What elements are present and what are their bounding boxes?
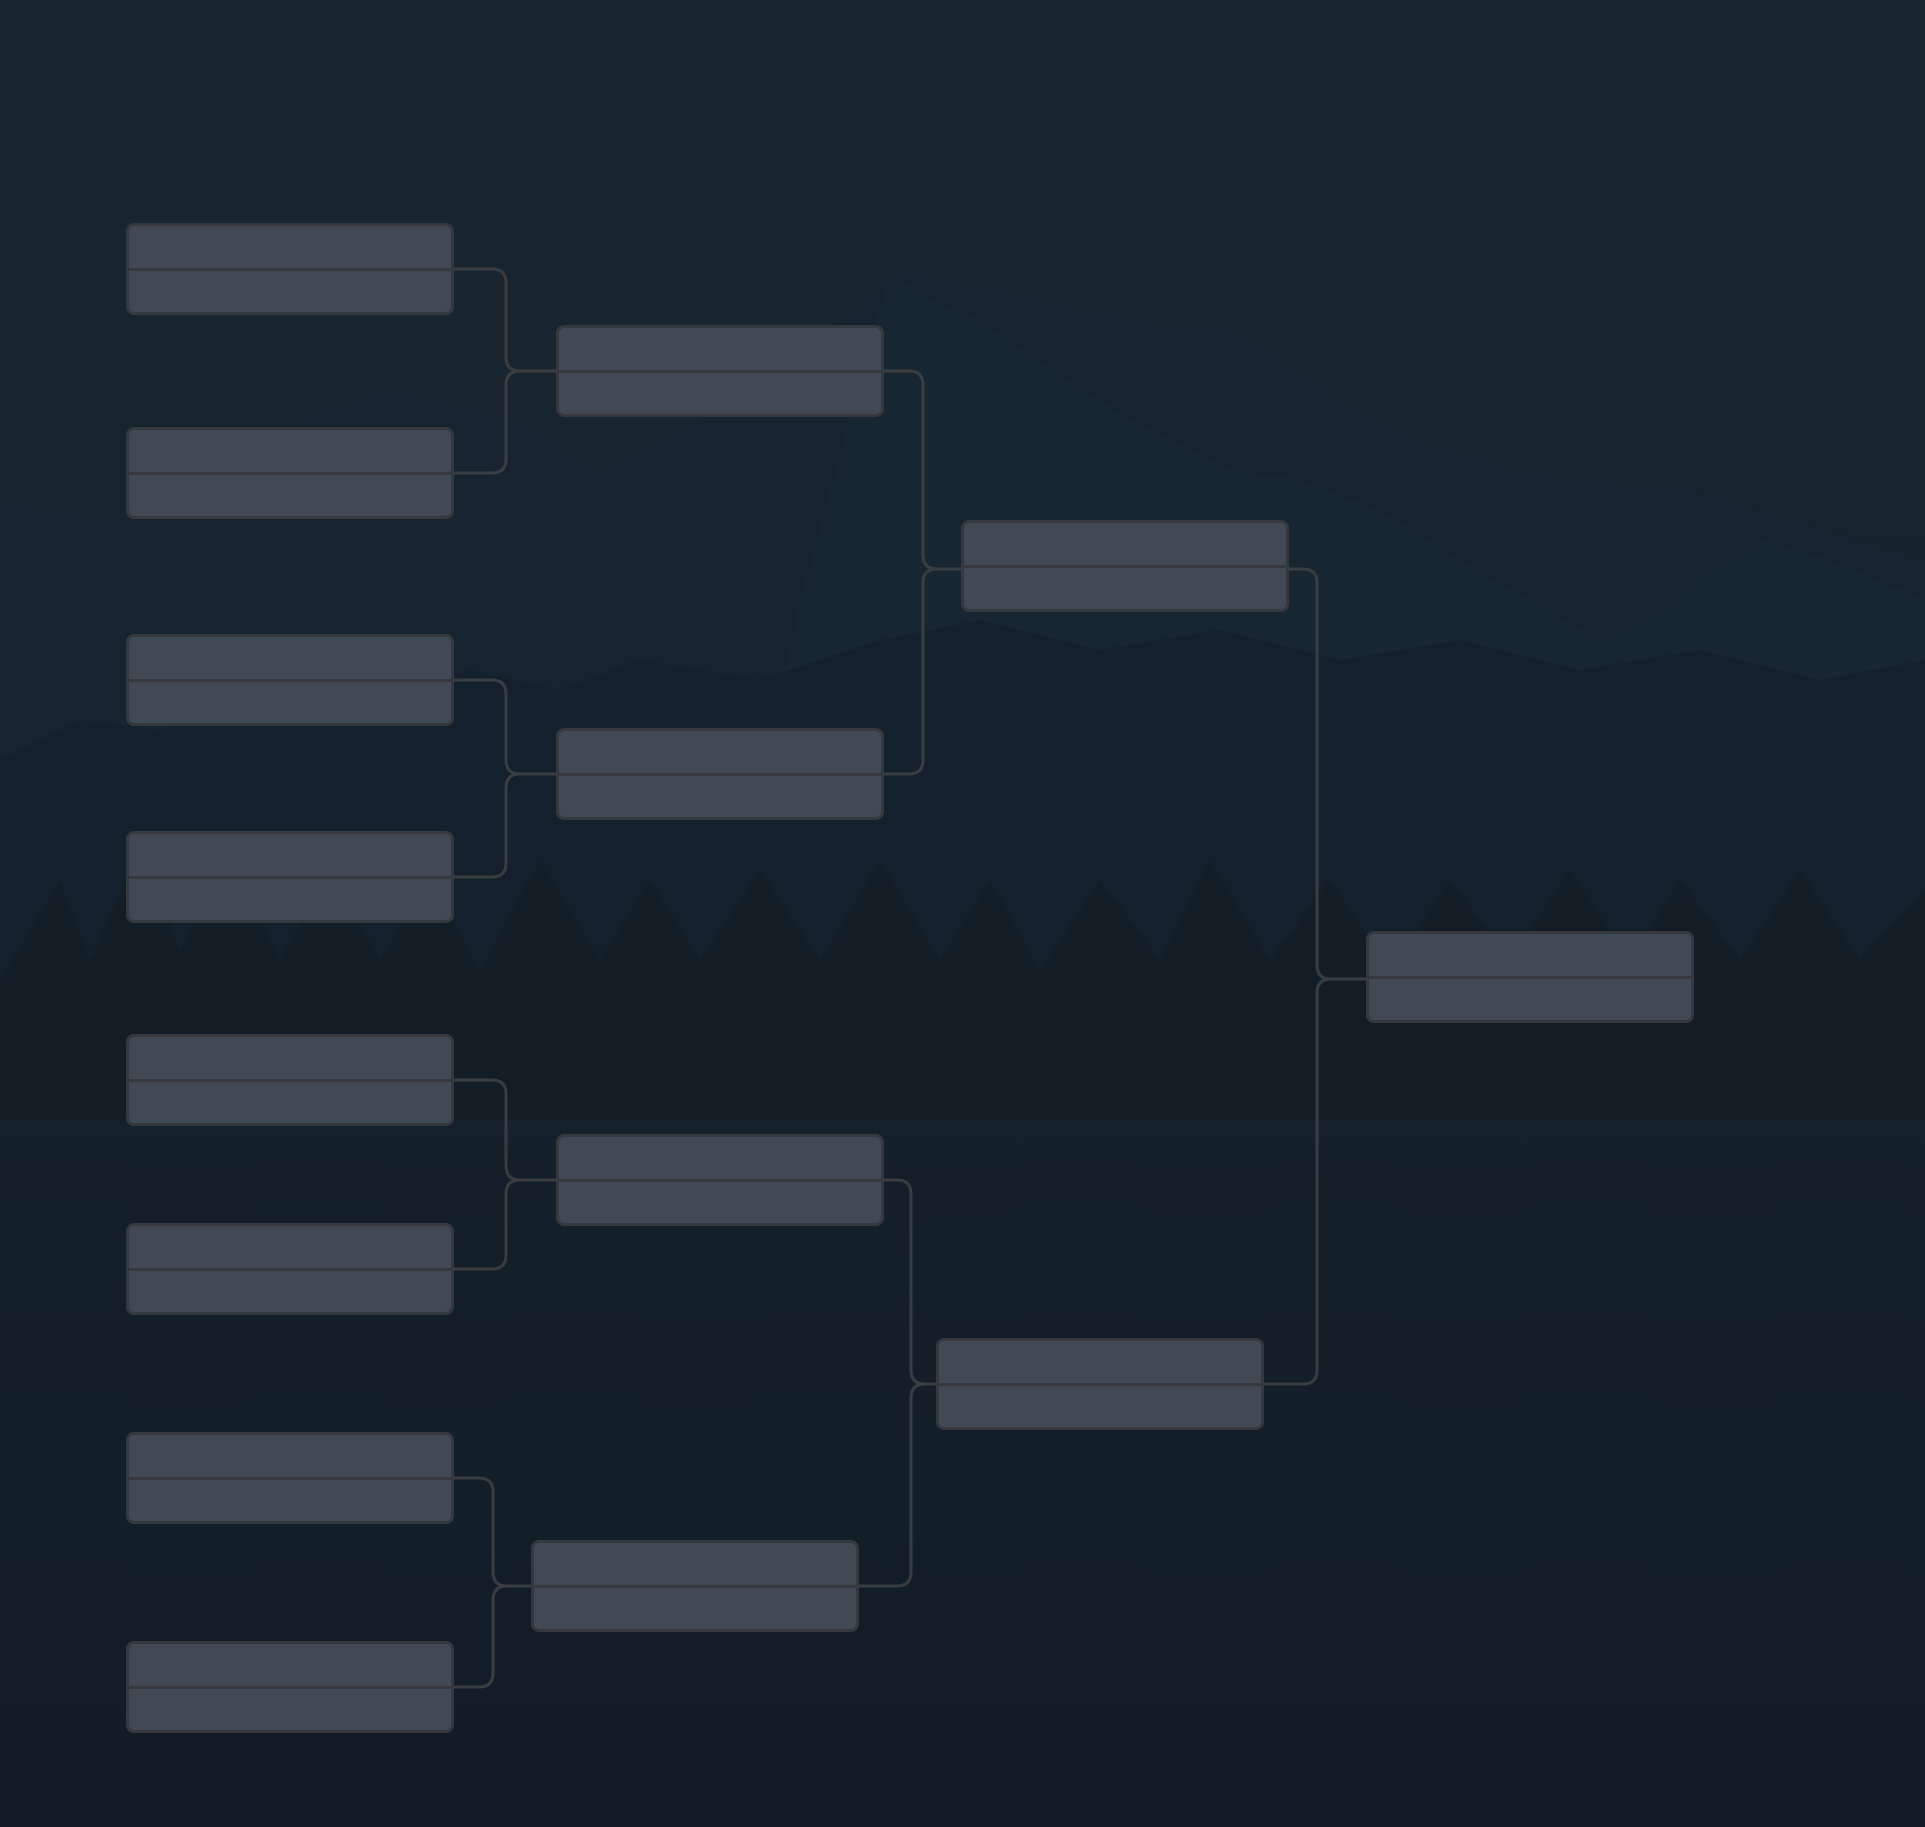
match-slot-bottom[interactable]: [129, 271, 451, 313]
match-slot-top[interactable]: [129, 430, 451, 475]
match-r2-2[interactable]: [556, 728, 884, 820]
match-slot-top[interactable]: [559, 1137, 881, 1182]
match-r2-1[interactable]: [556, 325, 884, 417]
match-slot-top[interactable]: [129, 1435, 451, 1480]
match-slot-top[interactable]: [129, 1037, 451, 1082]
match-slot-top[interactable]: [559, 731, 881, 776]
match-slot-top[interactable]: [1369, 934, 1691, 979]
match-slot-bottom[interactable]: [939, 1386, 1261, 1428]
match-r1-5[interactable]: [126, 1034, 454, 1126]
match-slot-top[interactable]: [129, 834, 451, 879]
match-final[interactable]: [1366, 931, 1694, 1023]
match-slot-bottom[interactable]: [129, 682, 451, 724]
match-slot-top[interactable]: [939, 1341, 1261, 1386]
match-slot-top[interactable]: [129, 1644, 451, 1689]
match-r1-8[interactable]: [126, 1641, 454, 1733]
match-slot-bottom[interactable]: [129, 475, 451, 517]
match-slot-bottom[interactable]: [129, 1480, 451, 1522]
match-slot-top[interactable]: [964, 523, 1286, 568]
match-r3-2[interactable]: [936, 1338, 1264, 1430]
match-r1-6[interactable]: [126, 1223, 454, 1315]
match-slot-bottom[interactable]: [559, 1182, 881, 1224]
match-slot-bottom[interactable]: [129, 1082, 451, 1124]
match-slot-top[interactable]: [129, 637, 451, 682]
match-r1-4[interactable]: [126, 831, 454, 923]
match-slot-top[interactable]: [129, 1226, 451, 1271]
match-r1-2[interactable]: [126, 427, 454, 519]
match-slot-bottom[interactable]: [129, 1689, 451, 1731]
match-slot-bottom[interactable]: [559, 776, 881, 818]
match-slot-top[interactable]: [129, 226, 451, 271]
match-r1-1[interactable]: [126, 223, 454, 315]
match-slot-bottom[interactable]: [129, 879, 451, 921]
match-r2-3[interactable]: [556, 1134, 884, 1226]
match-r2-4[interactable]: [531, 1540, 859, 1632]
match-r3-1[interactable]: [961, 520, 1289, 612]
match-slot-bottom[interactable]: [559, 373, 881, 415]
match-r1-3[interactable]: [126, 634, 454, 726]
match-slot-top[interactable]: [559, 328, 881, 373]
match-slot-bottom[interactable]: [1369, 979, 1691, 1021]
match-r1-7[interactable]: [126, 1432, 454, 1524]
match-slot-bottom[interactable]: [534, 1588, 856, 1630]
match-slot-top[interactable]: [534, 1543, 856, 1588]
match-slot-bottom[interactable]: [129, 1271, 451, 1313]
match-slot-bottom[interactable]: [964, 568, 1286, 610]
